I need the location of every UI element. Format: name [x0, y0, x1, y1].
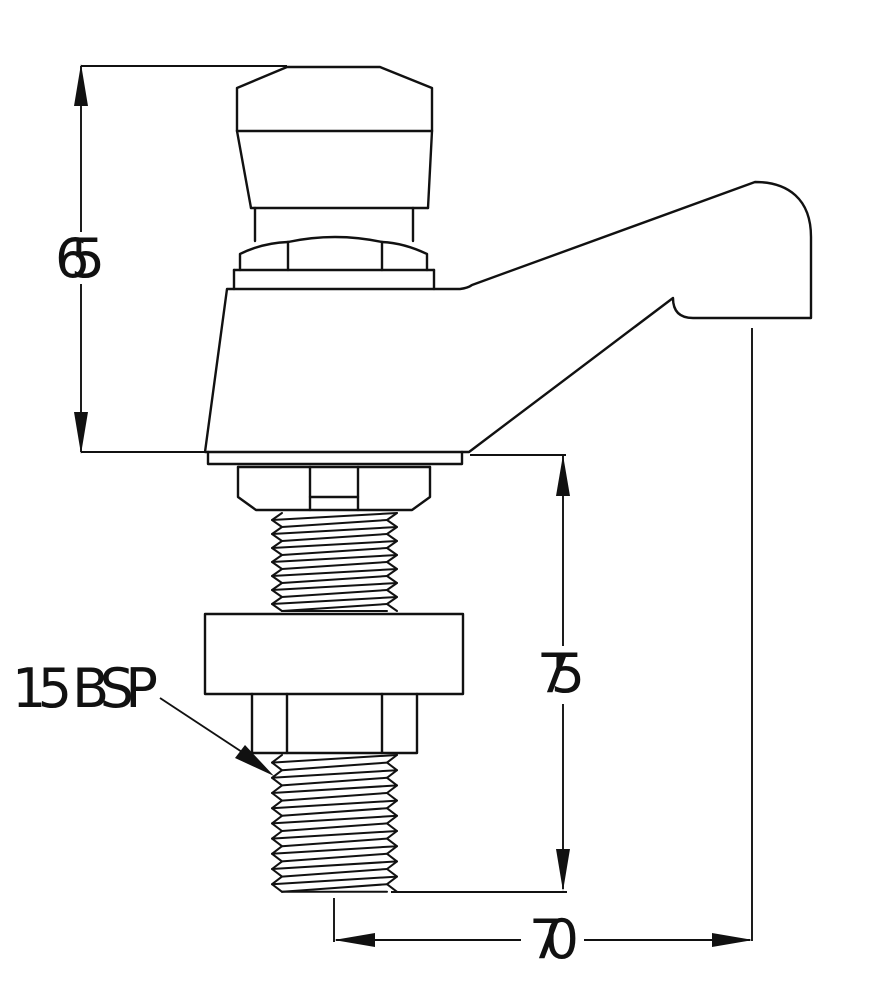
gland-nut	[232, 235, 436, 291]
lower-hex	[250, 692, 419, 755]
thread-spec-leader: 15 BSP	[12, 657, 274, 776]
arrowhead-left-icon	[334, 933, 375, 947]
backnut-flange	[203, 612, 465, 696]
arrowhead-up-icon	[556, 455, 570, 496]
dim-65-label: 65	[55, 227, 105, 290]
handle-cap	[235, 65, 434, 133]
leader-arrowhead-icon	[235, 745, 274, 776]
body-and-spout	[203, 180, 813, 466]
dimension-75: 75	[391, 454, 585, 893]
dimension-70: 70	[333, 328, 753, 971]
arrowhead-up-icon	[74, 64, 88, 106]
bonnet-hex	[236, 465, 432, 512]
arrowhead-down-icon	[556, 849, 570, 891]
arrowhead-down-icon	[74, 412, 88, 454]
inlet-thread	[271, 754, 398, 893]
handle-knob	[235, 129, 434, 243]
arrowhead-right-icon	[712, 933, 753, 947]
thread-spec-label: 15 BSP	[12, 657, 158, 720]
dim-75-label: 75	[537, 642, 585, 705]
upper-thread	[271, 512, 398, 612]
dim-70-label: 70	[529, 908, 579, 971]
dimension-65: 65	[55, 64, 287, 454]
